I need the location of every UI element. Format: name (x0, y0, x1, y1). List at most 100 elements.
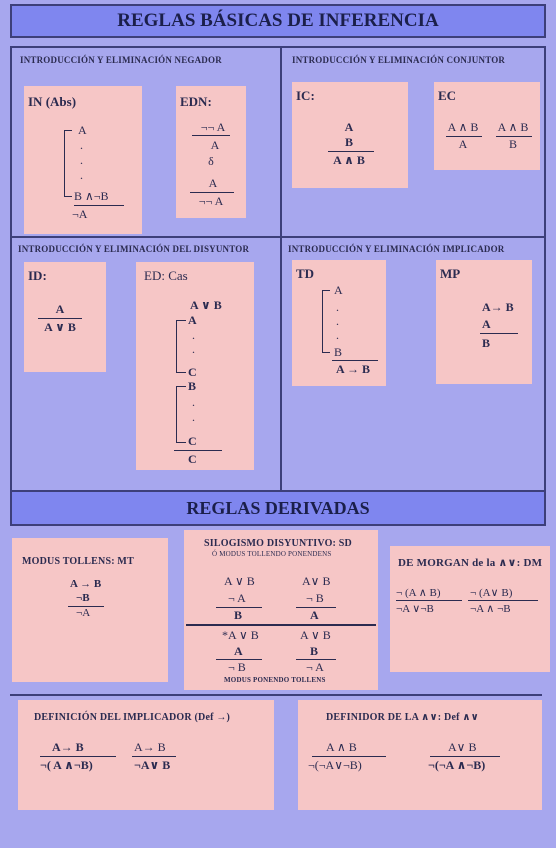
ec-label: EC (438, 88, 457, 103)
sd-top-6: A (310, 608, 319, 622)
main-title: REGLAS BÁSICAS DE INFERENCIA (10, 4, 546, 38)
mt-rule-card: MODUS TOLLENS: MT A → B ¬B ¬A (12, 538, 168, 682)
ti-rule-card: TD A . . . B A → B (292, 260, 386, 386)
sd-bottom-5: ¬ B (228, 660, 246, 674)
def-and-or-line-1: A ∧ B (326, 740, 357, 754)
sd-bottom-1: *A ∨ B (222, 628, 259, 642)
morgan-line-3: ¬A ∨¬B (396, 603, 434, 615)
mp-line-2: A (482, 317, 491, 331)
ed-line-6: B (188, 379, 197, 393)
conjuntor-section: INTRODUCCIÓN Y ELIMINACIÓN CONJUNTOR IC:… (280, 46, 546, 240)
id-line-1: A (55, 302, 65, 316)
disyuntor-header: INTRODUCCIÓN Y ELIMINACIÓN DEL DISYUNTOR (18, 244, 250, 254)
conjuntor-header: INTRODUCCIÓN Y ELIMINACIÓN CONJUNTOR (292, 55, 506, 65)
ic-rule-card: IC: A B A ∧ B (292, 82, 408, 188)
def-and-or-line-2: A∨ B (448, 740, 477, 754)
edn-line-2: A (210, 138, 220, 152)
ti-line-5: B (334, 345, 343, 359)
morgan-header: DE MORGAN de la ∧∨: DM (398, 557, 543, 569)
ed-label: ED: Cas (144, 268, 188, 283)
edn-rule-card: EDN: ¬¬ A A δ A ¬¬ A (176, 86, 246, 218)
ed-line-5: C (188, 365, 197, 379)
edn-line-4: A (208, 176, 218, 190)
edn-label: EDN: (180, 94, 212, 109)
def-and-or-card: DEFINIDOR DE LA ∧∨: Def ∧∨ A ∧ B A∨ B ¬(… (298, 700, 542, 810)
sd-subheader: Ó MODUS TOLLENDO PONENDENS (212, 550, 332, 558)
implicador-section: INTRODUCCIÓN Y ELIMINACIÓN IMPLICADOR TD… (280, 236, 546, 494)
sd-header: SILOGISMO DISYUNTIVO: SD (204, 538, 352, 549)
ed-line-8: . (192, 410, 195, 424)
ic-line-1: A (344, 120, 354, 134)
in-line-6: ¬A (72, 207, 88, 221)
def-implicador-line-4: ¬A∨ B (134, 758, 171, 772)
edn-line-1: ¬¬ A (200, 120, 226, 134)
edn-line-5: ¬¬ A (198, 194, 224, 208)
def-and-or-header: DEFINIDOR DE LA ∧∨: Def ∧∨ (326, 712, 479, 723)
ec-line-3: A ∧ B (497, 120, 529, 134)
sd-bottom-2: A ∨ B (300, 628, 331, 642)
ti-line-6: A → B (336, 362, 371, 376)
mp-label: MP (440, 266, 461, 281)
ti-line-3: . (336, 314, 339, 328)
ic-line-2: B (344, 135, 353, 149)
ic-label: IC: (296, 88, 315, 103)
sd-top-4: ¬ B (306, 591, 324, 605)
def-implicador-card: DEFINICIÓN DEL IMPLICADOR (Def →) A→ B A… (18, 700, 274, 810)
def-implicador-line-3: ¬( A ∧¬B) (40, 758, 93, 772)
implicador-header: INTRODUCCIÓN Y ELIMINACIÓN IMPLICADOR (288, 244, 505, 254)
morgan-line-2: ¬ (A∨ B) (470, 587, 513, 599)
in-line-4: . (80, 168, 83, 182)
mt-header: MODUS TOLLENS: MT (22, 556, 134, 567)
ti-label: TD (296, 266, 315, 281)
disyuntor-section: INTRODUCCIÓN Y ELIMINACIÓN DEL DISYUNTOR… (10, 236, 282, 494)
in-line-5: B ∧¬B (74, 189, 109, 203)
ec-line-4: B (508, 137, 517, 151)
id-label: ID: (28, 268, 47, 283)
def-implicador-line-1: A→ B (52, 740, 84, 754)
sd-top-3: ¬ A (228, 591, 246, 605)
mt-line-1: A → B (70, 578, 102, 590)
def-and-or-line-3: ¬(¬A∨¬B) (308, 758, 362, 772)
ec-rule-card: EC A ∧ B A A ∧ B B (434, 82, 540, 170)
in-line-1: A (78, 123, 87, 137)
ti-line-2: . (336, 300, 339, 314)
mt-line-3: ¬A (76, 607, 91, 619)
sd-rule-card: SILOGISMO DISYUNTIVO: SD Ó MODUS TOLLEND… (184, 530, 378, 690)
mt-line-2: ¬B (76, 592, 90, 604)
ed-line-3: . (192, 328, 195, 342)
def-and-or-line-4: ¬(¬A ∧¬B) (428, 758, 486, 772)
sd-top-2: A∨ B (302, 574, 331, 588)
ec-line-2: A (458, 137, 468, 151)
mp-rule-card: MP A→ B A B (436, 260, 532, 384)
in-line-3: . (80, 153, 83, 167)
morgan-line-1: ¬ (A ∧ B) (396, 587, 441, 599)
derived-title: REGLAS DERIVADAS (10, 490, 546, 526)
mp-line-1: A→ B (482, 300, 514, 314)
ec-line-1: A ∧ B (447, 120, 479, 134)
mp-line-3: B (482, 336, 491, 350)
sd-bottom-3: A (234, 644, 243, 658)
ic-line-3: A ∧ B (333, 153, 365, 167)
edn-line-3: δ (208, 154, 214, 168)
def-implicador-header: DEFINICIÓN DEL IMPLICADOR (Def →) (34, 712, 231, 723)
negador-section: INTRODUCCIÓN Y ELIMINACIÓN NEGADOR IN (A… (10, 46, 282, 240)
morgan-rule-card: DE MORGAN de la ∧∨: DM ¬ (A ∧ B) ¬ (A∨ B… (390, 546, 550, 672)
negador-header: INTRODUCCIÓN Y ELIMINACIÓN NEGADOR (20, 55, 222, 65)
sd-top-5: B (234, 608, 243, 622)
ti-line-1: A (334, 283, 343, 297)
id-line-2: A ∨ B (44, 320, 76, 334)
ed-line-9: C (188, 434, 197, 448)
morgan-line-4: ¬A ∧ ¬B (470, 603, 511, 615)
ed-line-2: A (188, 313, 197, 327)
in-rule-card: IN (Abs) A . . . B ∧¬B ¬A (24, 86, 142, 234)
sd-bottom-4: B (310, 644, 319, 658)
ed-line-7: . (192, 395, 195, 409)
ti-line-4: . (336, 328, 339, 342)
ed-line-10: C (188, 452, 197, 466)
in-label: IN (Abs) (28, 94, 77, 109)
sd-footer: MODUS PONENDO TOLLENS (224, 676, 326, 684)
ed-line-1: A ∨ B (190, 298, 222, 312)
ed-line-4: . (192, 342, 195, 356)
id-rule-card: ID: A A ∨ B (24, 262, 106, 372)
ed-rule-card: ED: Cas A ∨ B A . . C B . . C C (136, 262, 254, 470)
